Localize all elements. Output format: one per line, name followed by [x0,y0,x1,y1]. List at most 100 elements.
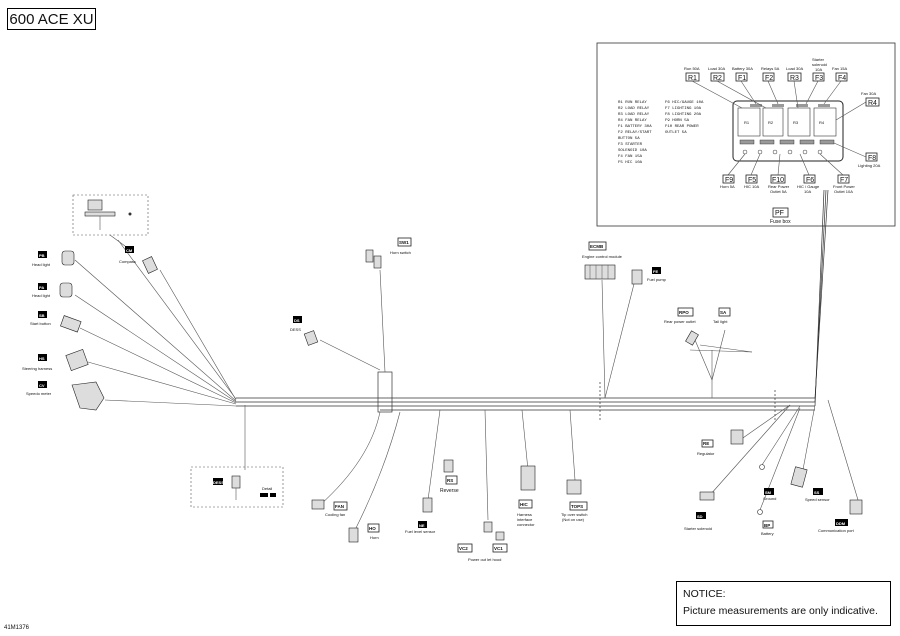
connector-cm[interactable]: CM Compass [119,246,158,274]
connector-sd[interactable]: SD Starter solenoid [684,491,715,531]
connector-sm[interactable]: SM Ground [759,464,777,502]
fuse-bottom-callouts: F9 Horn 5A F5 HIC 10A F10 Rear Power Out… [720,153,855,194]
svg-text:Run 50A: Run 50A [684,66,700,71]
connector-sa[interactable]: SA Tail light [689,307,753,353]
svg-text:SW1: SW1 [399,240,409,245]
notice-heading: NOTICE: [683,588,726,600]
connector-cv[interactable]: CV Speedo meter [26,381,105,411]
svg-text:F9 HORN 5A: F9 HORN 5A [665,119,690,123]
svg-text:interface: interface [517,517,533,522]
svg-text:DS: DS [294,318,300,323]
svg-text:BP: BP [764,523,770,528]
connector-ds[interactable]: DS DESS [290,316,319,346]
svg-text:Starter: Starter [812,57,825,62]
svg-text:SB: SB [39,313,45,318]
svg-text:Harness: Harness [517,512,532,517]
svg-text:F10 REAR POWER: F10 REAR POWER [665,125,699,129]
connector-hic[interactable]: HIC Harness interface connector [517,465,536,527]
svg-text:Head light: Head light [32,262,51,267]
connector-re[interactable]: RE Regulator [697,429,744,456]
svg-text:R1: R1 [688,75,697,82]
svg-text:Outlet 10A: Outlet 10A [834,189,853,194]
svg-text:Speedo meter: Speedo meter [26,391,52,396]
svg-text:DDM: DDM [836,521,846,526]
svg-text:SOLENOID 10A: SOLENOID 10A [618,149,647,153]
svg-text:R2: R2 [768,120,774,125]
svg-text:Steering harness: Steering harness [22,366,52,371]
svg-text:Speed sensor: Speed sensor [805,497,830,502]
svg-text:R3 LOAD RELAY: R3 LOAD RELAY [618,113,650,117]
svg-text:Horn switch: Horn switch [390,250,411,255]
connector-rpo[interactable]: RPO Rear power outlet [664,307,699,346]
svg-text:Fan 30A: Fan 30A [861,91,876,96]
svg-text:Starter solenoid: Starter solenoid [684,526,712,531]
connector-hs[interactable]: HS Steering harness [22,349,89,371]
svg-text:RE: RE [703,441,709,446]
svg-text:R4 FAN RELAY: R4 FAN RELAY [618,119,647,123]
svg-text:ECMB: ECMB [590,244,604,249]
svg-text:F2 RELAY/START: F2 RELAY/START [618,130,652,135]
connector-ne[interactable]: NE Fuel level sensor [405,497,436,534]
svg-text:DESS: DESS [213,480,224,485]
svg-text:Detail: Detail [262,486,272,491]
connector-ho[interactable]: HO Horn [348,523,380,543]
compass-detail [72,194,149,247]
svg-text:F1 BATTERY 30A: F1 BATTERY 30A [618,125,652,129]
svg-text:R3: R3 [793,120,799,125]
svg-text:Power out let hood: Power out let hood [468,557,501,562]
fuse-top-callouts: Run 50A R1 Load 30A R2 Battery 30A F1 Re… [684,57,847,109]
connector-vc2[interactable]: VC2 [457,521,493,553]
svg-text:Relays 5A: Relays 5A [761,66,780,71]
svg-text:Horn: Horn [370,535,379,540]
svg-text:HS: HS [39,356,45,361]
connector-fe[interactable]: FE Fuel pump [631,267,667,285]
connector-fan[interactable]: FAN Cooling fan [311,499,348,517]
connector-ddm[interactable]: DDM Communication port [818,499,863,533]
svg-text:Ground: Ground [763,496,776,501]
connector-sb[interactable]: SB Start button [30,311,82,333]
connector-sw1[interactable]: SW1 Horn switch [365,237,412,269]
svg-text:BUTTON 5A: BUTTON 5A [618,137,640,141]
connector-ss[interactable]: SS Speed sensor [790,466,830,502]
fuse-box-body: R1 R2 R3 R4 [732,100,844,162]
main-harness [74,189,859,531]
connector-bp[interactable]: BP Battery [757,509,774,537]
connector-ecmb[interactable]: ECMB Engine control module [582,241,623,280]
connector-vc1[interactable]: VC1 Power out let hood [468,531,508,562]
svg-text:(Not on use): (Not on use) [562,517,585,522]
connector-rs[interactable]: RS Reverse [440,459,459,494]
svg-text:OUTLET 5A: OUTLET 5A [665,131,687,135]
svg-text:PA: PA [39,285,44,290]
svg-text:R4: R4 [819,120,825,125]
svg-text:10A: 10A [804,189,811,194]
svg-text:F6 HIC/GAUGE 10A: F6 HIC/GAUGE 10A [665,100,704,105]
figure-id: 41M1376 [4,625,30,631]
connector-tops[interactable]: TOPS Tip over switch (Not on use) [561,479,588,522]
svg-text:R3: R3 [790,75,799,82]
svg-text:HIC: HIC [520,502,529,507]
svg-text:Outlet 5A: Outlet 5A [770,189,787,194]
svg-text:PF: PF [775,210,784,217]
connector-pa[interactable]: PA Head light [32,282,73,298]
svg-text:F3: F3 [815,75,823,82]
svg-text:NE: NE [419,523,425,528]
connector-pb[interactable]: PB Head light [32,250,75,267]
svg-text:R1: R1 [744,120,750,125]
svg-text:F7 LIGHTING 10A: F7 LIGHTING 10A [665,107,702,111]
svg-text:F4 FAN 15A: F4 FAN 15A [618,155,643,159]
detail-box: DESS Detail [190,466,284,508]
svg-text:F8: F8 [868,155,876,162]
svg-text:CM: CM [126,248,133,253]
svg-text:DESS: DESS [290,327,301,332]
page-title: 600 ACE XU [7,8,96,30]
svg-text:F7: F7 [840,177,848,184]
svg-text:SS: SS [814,490,820,495]
svg-text:SA: SA [720,310,727,315]
svg-text:Lighting 20A: Lighting 20A [858,163,881,168]
svg-text:Reverse: Reverse [440,488,459,494]
fuse-box-legend: R1 RUN RELAY R2 LOAD RELAY R3 LOAD RELAY… [618,100,704,165]
notice-text: Picture measurements are only indicative… [683,605,878,617]
svg-text:RPO: RPO [679,310,689,315]
svg-text:Front Power: Front Power [833,184,855,189]
fuse-box-frame [596,42,896,227]
